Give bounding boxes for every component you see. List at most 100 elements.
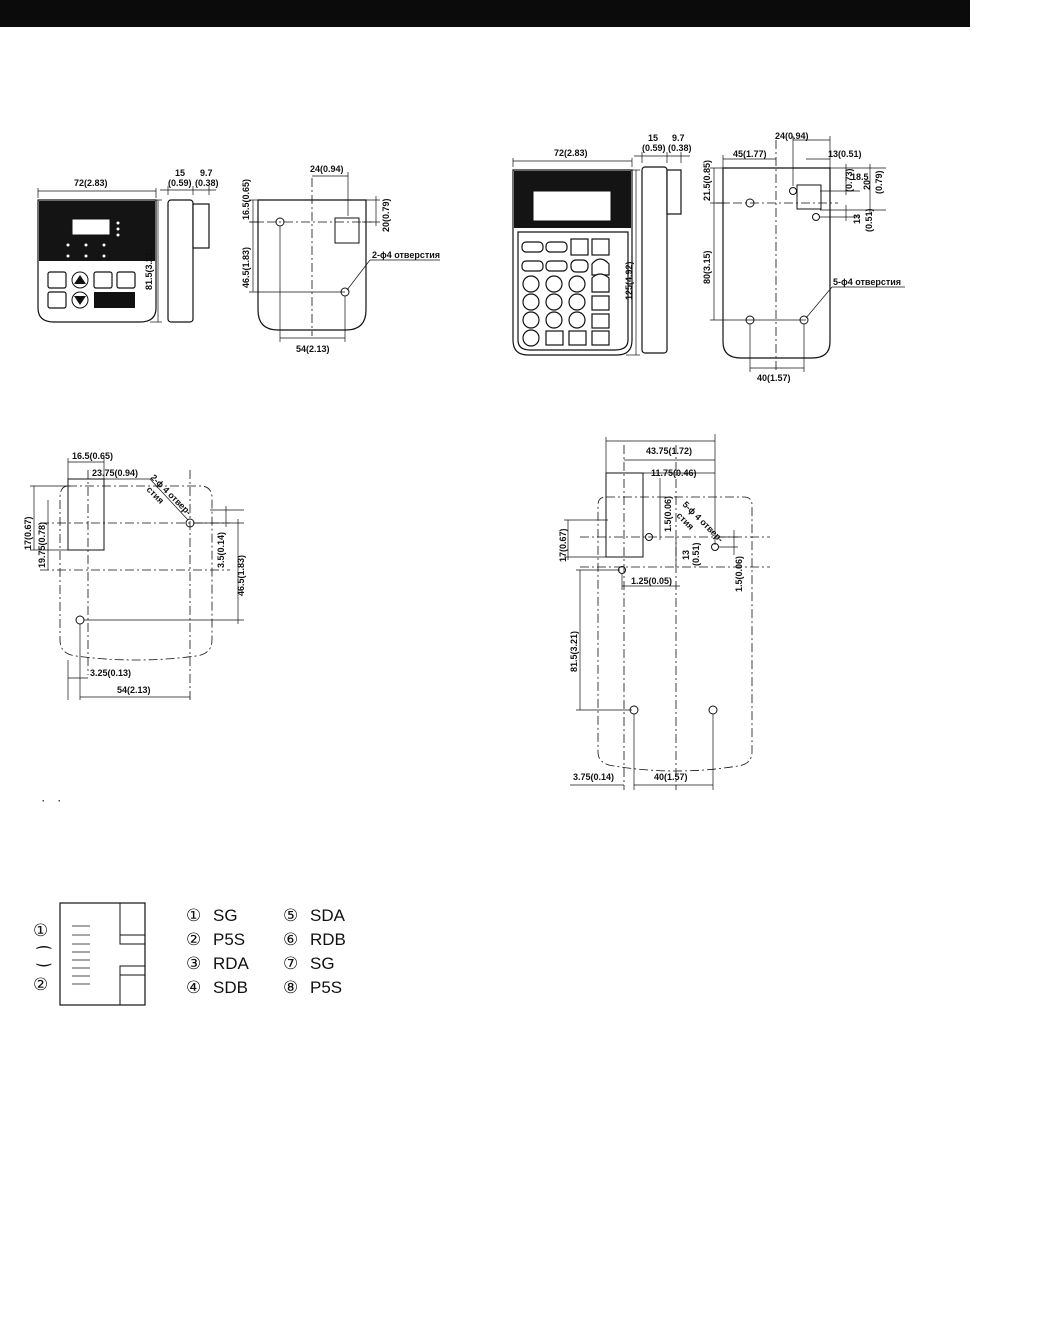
pin-num: ① (186, 906, 201, 925)
connector-diagram: ① ⁐ ② (33, 902, 146, 1006)
fig4-left-mid-label: 80(3.15) (702, 250, 712, 284)
fig1-display-window (71, 218, 111, 236)
fig6-hole (645, 533, 653, 541)
fig3-side-body (641, 166, 668, 354)
up-arrow-icon (74, 275, 86, 284)
fig5-small-cutout: 16.5(0.65) 23.75(0.94) 2-ϕ 4 отвер- стия… (23, 451, 246, 700)
pin-item: ② P5S (186, 930, 245, 949)
fig2-small-back: 24(0.94) 20(0.79) 16.5(0.65) 46.5(1.83) … (241, 164, 440, 354)
rj45-connector-outline (59, 902, 146, 1006)
fig4-right-c-label: 13 (852, 214, 862, 224)
fig1-key (47, 271, 67, 289)
fig4-right-a2-label: (0.73) (844, 168, 854, 192)
fig6-left-b-label: 81.5(3.21) (569, 631, 579, 672)
pin-num: ② (186, 930, 201, 949)
pin-num: ⑦ (283, 954, 298, 973)
fig2-bottom-label: 54(2.13) (296, 344, 330, 354)
header-bar (0, 0, 970, 27)
pin-name: SDB (213, 978, 248, 997)
fig4-right-c2-label: (0.51) (864, 208, 874, 232)
fig5-right-a-label: 3.5(0.14) (216, 532, 226, 568)
fig6-left-a-label: 17(0.67) (558, 528, 568, 562)
fig5-outline (59, 485, 213, 661)
pin-item: ④ SDB (186, 978, 248, 997)
fig2-holes-label: 2-ϕ4 отверстия (372, 250, 440, 260)
pin-name: SG (310, 954, 335, 973)
fig2-top-label: 24(0.94) (310, 164, 344, 174)
fig3-depth-b: 9.7 (672, 133, 685, 143)
connector-left-top: ① (33, 921, 48, 940)
pin-num: ⑥ (283, 930, 298, 949)
fig4-top-b-label: 45(1.77) (733, 149, 767, 159)
pin-name: SDA (310, 906, 346, 925)
pin-name: P5S (310, 978, 342, 997)
fig3-side-connector (666, 169, 682, 215)
pin-num: ③ (186, 954, 201, 973)
fig4-large-back: 24(0.94) 45(1.77) 13(0.51) 21.5(0.85) 80… (702, 131, 905, 383)
pin-name: P5S (213, 930, 245, 949)
fig5-top-a-label: 16.5(0.65) (72, 451, 113, 461)
fig1-depth-b: 9.7 (200, 168, 213, 178)
fig4-hole (789, 187, 797, 195)
pin-num: ⑤ (283, 906, 298, 925)
fig6-inner-a-label: 1.5(0.06) (663, 496, 673, 532)
fig1-side-body (167, 199, 194, 323)
fig3-depth-a2: (0.59) (642, 143, 666, 153)
fig4-connector-cutout (796, 184, 822, 210)
fig1-depth-a2: (0.59) (168, 178, 192, 188)
fig5-bottom-b-label: 54(2.13) (117, 685, 151, 695)
stray-mark: · (42, 796, 45, 806)
fig6-inner-b-label: 13 (681, 550, 691, 560)
fig1-side-connector (192, 203, 210, 249)
fig6-top-a-label: 43.75(1.72) (646, 446, 692, 456)
pin-num: ⑧ (283, 978, 298, 997)
connector-left-bottom: ② (33, 975, 48, 994)
fig2-left-top-label: 16.5(0.65) (241, 179, 251, 220)
pin-num: ④ (186, 978, 201, 997)
fig2-left-mid-label: 46.5(1.83) (241, 247, 251, 288)
fig4-right-a-label: 18.5 (851, 172, 869, 182)
fig3-depth-b2: (0.38) (668, 143, 692, 153)
pin-item: ⑤ SDA (283, 906, 346, 925)
fig3-width-label: 72(2.83) (554, 148, 588, 158)
pin-item: ⑧ P5S (283, 978, 342, 997)
fig5-connector-cutout (67, 478, 105, 551)
fig2-right-label: 20(0.79) (381, 198, 391, 232)
fig1-width-label: 72(2.83) (74, 178, 108, 188)
fig6-connector-cutout (605, 472, 644, 558)
fig6-hole (708, 705, 718, 715)
pin-item: ③ RDA (186, 954, 250, 973)
fig4-top-a-label: 24(0.94) (775, 131, 809, 141)
fig5-right-b-label: 46.5(1.83) (236, 555, 246, 596)
fig1-small-panel: 72(2.83) 81.5(3.21) 15 (0.59) 9.7 (0.38) (37, 168, 219, 323)
fig5-top-b-label: 23.75(0.94) (92, 468, 138, 478)
fig3-display-window (532, 190, 612, 222)
pin-name: RDA (213, 954, 250, 973)
fig5-hole (75, 615, 85, 625)
fig4-left-top-label: 21.5(0.85) (702, 160, 712, 201)
fig4-top-c-label: 13(0.51) (828, 149, 862, 159)
fig6-mid-label: 1.25(0.05) (631, 576, 672, 586)
fig3-large-panel: 72(2.83) 125(4.92) 15 ( (512, 133, 692, 356)
fig6-bottom-a-label: 3.75(0.14) (573, 772, 614, 782)
fig6-top-b-label: 11.75(0.46) (651, 468, 697, 478)
fig1-depth-b2: (0.38) (195, 178, 219, 188)
fig6-large-cutout: 43.75(1.72) 11.75(0.46) 5-ϕ 4 отвер- сти… (558, 434, 770, 790)
fig6-bottom-b-label: 40(1.57) (654, 772, 688, 782)
fig3-depth-a: 15 (648, 133, 658, 143)
fig4-hole (745, 198, 755, 208)
fig4-holes-label: 5-ϕ4 отверстия (833, 277, 901, 287)
connector-left-mid: ⁐ (36, 946, 52, 966)
fig1-wide-key (94, 292, 135, 308)
stray-mark: · (58, 796, 61, 806)
fig6-inner-b2-label: (0.51) (691, 542, 701, 566)
fig4-back-body (722, 167, 831, 359)
pin-item: ⑦ SG (283, 954, 335, 973)
fig6-outline (597, 496, 753, 772)
fig5-bottom-a-label: 3.25(0.13) (90, 668, 131, 678)
fig3-height-label: 125(4.92) (624, 261, 634, 300)
